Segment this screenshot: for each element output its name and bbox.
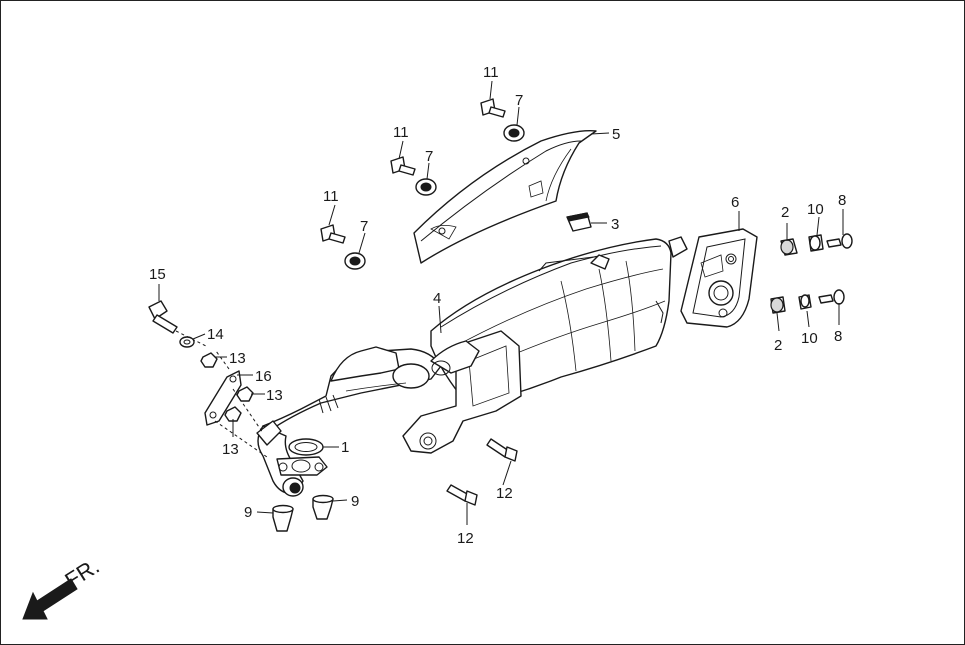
part-end-cap-hardware <box>770 233 853 314</box>
part-clip <box>566 212 592 232</box>
callout-7: 7 <box>515 92 523 109</box>
callout-13: 13 <box>266 387 283 404</box>
part-muffler <box>402 236 688 454</box>
callout-12: 12 <box>496 485 513 502</box>
callouts: 1 2 2 3 4 5 6 7 7 7 8 8 9 9 10 10 11 11 … <box>149 64 846 547</box>
part-bracket-plate <box>204 350 268 458</box>
callout-10: 10 <box>807 201 824 218</box>
part-gasket <box>288 438 324 456</box>
callout-1: 1 <box>341 439 349 456</box>
callout-5: 5 <box>612 126 620 143</box>
leader-lines <box>158 80 844 525</box>
part-rubber-mounts <box>272 494 334 532</box>
callout-4: 4 <box>433 290 441 307</box>
part-nuts <box>200 352 254 422</box>
callout-11: 11 <box>323 188 339 205</box>
front-arrow-icon <box>22 578 78 620</box>
callout-11: 11 <box>483 64 499 81</box>
part-heat-shield-cover <box>413 130 597 264</box>
callout-12: 12 <box>457 530 474 547</box>
callout-14: 14 <box>207 326 224 343</box>
callout-9: 9 <box>244 504 252 521</box>
callout-8: 8 <box>834 328 842 345</box>
part-mounting-bolts <box>446 438 518 506</box>
callout-7: 7 <box>360 218 368 235</box>
callout-2: 2 <box>781 204 789 221</box>
part-flange-bolt <box>148 300 207 347</box>
part-washer <box>179 336 195 348</box>
callout-10: 10 <box>801 330 818 347</box>
callout-13: 13 <box>229 350 246 367</box>
callout-7: 7 <box>425 148 433 165</box>
callout-15: 15 <box>149 266 166 283</box>
part-grommets <box>344 124 525 270</box>
part-screws <box>320 98 506 244</box>
callout-3: 3 <box>611 216 619 233</box>
callout-2: 2 <box>774 337 782 354</box>
callout-11: 11 <box>393 124 409 141</box>
front-direction-indicator: FR. <box>22 553 104 620</box>
part-end-cap <box>680 228 758 328</box>
callout-6: 6 <box>731 194 739 211</box>
callout-16: 16 <box>255 368 272 385</box>
callout-13: 13 <box>222 441 239 458</box>
part-exhaust-pipe <box>256 340 480 497</box>
callout-8: 8 <box>838 192 846 209</box>
callout-9: 9 <box>351 493 359 510</box>
